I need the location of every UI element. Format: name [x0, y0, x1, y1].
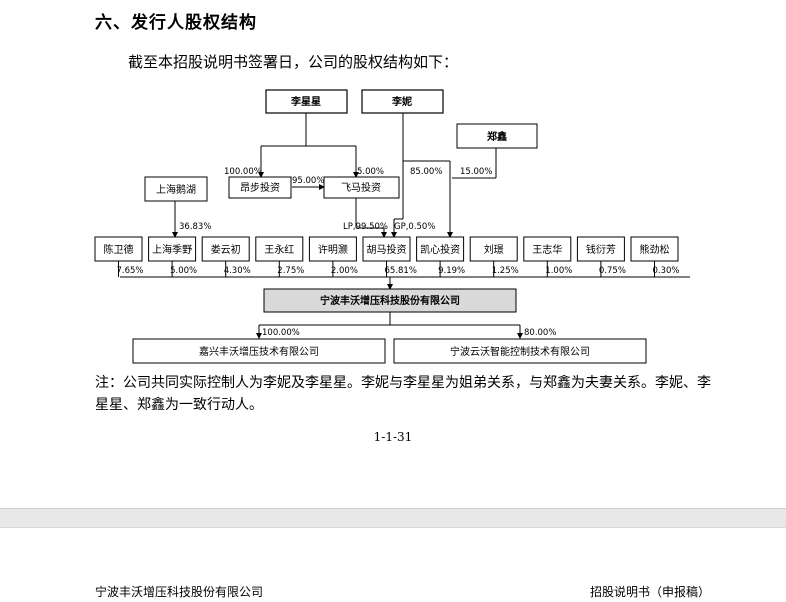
shareholder-box: 许明灏 2.00% — [308, 236, 358, 277]
shareholder-pct: 2.00% — [331, 266, 358, 276]
shareholder-box-frame — [255, 236, 304, 262]
entity-label: 上海鹅湖 — [156, 183, 196, 196]
subsidiary-jiaxing: 嘉兴丰沃增压技术有限公司 — [132, 338, 386, 364]
shareholder-name: 熊劲松 — [640, 243, 670, 256]
shareholder-name: 王永红 — [264, 243, 294, 256]
entity-label: 昂步投资 — [240, 181, 280, 194]
edge-label-ehu-jiye: 36.83% — [179, 222, 211, 232]
shareholder-pct: 9.19% — [438, 266, 465, 276]
shareholder-box-frame — [523, 236, 572, 262]
subsidiary-label: 嘉兴丰沃增压技术有限公司 — [199, 345, 319, 358]
entity-feima: 飞马投资 — [323, 176, 400, 199]
shareholder-name: 胡马投资 — [367, 243, 407, 256]
page-number: 1-1-31 — [373, 430, 413, 444]
edge-label-zheng-kaixin: 15.00% — [460, 167, 492, 177]
shareholder-pct: 65.81% — [385, 266, 417, 276]
shareholder-name: 刘璟 — [484, 244, 504, 256]
shareholder-name: 许明灏 — [318, 244, 348, 256]
shareholder-pct: 1.25% — [492, 266, 519, 276]
page-separator — [0, 508, 786, 528]
issuer-company-label: 宁波丰沃增压科技股份有限公司 — [320, 294, 460, 307]
shareholder-name: 钱衍芳 — [586, 243, 616, 256]
shareholder-box: 胡马投资 65.81% — [362, 236, 417, 277]
shareholder-box: 王永红 2.75% — [255, 236, 304, 277]
shareholder-name: 娄云初 — [211, 243, 241, 256]
footnote: 注：公司共同实际控制人为李妮及李星星。李妮与李星星为姐弟关系，与郑鑫为夫妻关系。… — [95, 375, 711, 413]
equity-structure-diagram: 李星星 李妮 郑鑫 上海鹅湖 昂步投资 飞马投资 100.00% 95.00% … — [94, 89, 690, 364]
holder-li-xingxing: 李星星 — [265, 89, 348, 114]
shareholder-box-frame — [148, 236, 197, 262]
intro-text: 截至本招股说明书签署日，公司的股权结构如下： — [128, 53, 459, 71]
edge-label-lini-huma: GP,0.50% — [394, 222, 435, 232]
shareholder-pct: 1.00% — [545, 266, 572, 276]
holder-li-ni: 李妮 — [361, 89, 444, 114]
shareholder-pct: 7.65% — [117, 266, 144, 276]
holder-zheng-xin: 郑鑫 — [456, 123, 538, 149]
shareholder-box: 刘璟 1.25% — [469, 236, 519, 277]
subsidiary-pct: 100.00% — [262, 328, 300, 338]
shareholder-pct: 5.00% — [170, 266, 197, 276]
section-title: 六、发行人股权结构 — [95, 13, 257, 33]
edge-label-lxx-angbu: 100.00% — [224, 167, 262, 177]
shareholder-box: 娄云初 4.30% — [201, 236, 251, 277]
holder-label: 李妮 — [391, 95, 412, 108]
shareholder-box-frame — [201, 236, 250, 262]
edge-label-angbu-feima: 95.00% — [292, 176, 324, 186]
shareholder-box: 陈卫德 7.65% — [94, 236, 144, 277]
shareholder-row: 陈卫德 7.65% 上海季野 5.00% 娄云初 4.30% 王永红 2.75% 许明灏 2.00… — [94, 236, 680, 277]
shareholder-pct: 0.75% — [599, 266, 626, 276]
edge-label-feima-huma: LP,99.50% — [343, 222, 388, 232]
entity-angbu: 昂步投资 — [228, 176, 292, 199]
shareholder-box-frame — [630, 236, 679, 262]
footer-company-name: 宁波丰沃增压科技股份有限公司 — [95, 585, 264, 599]
shareholder-box-frame — [416, 236, 465, 262]
shareholder-pct: 0.30% — [653, 266, 680, 276]
holder-label: 李星星 — [290, 95, 321, 108]
shareholder-box: 钱衍芳 0.75% — [576, 236, 626, 277]
subsidiary-label: 宁波云沃智能控制技术有限公司 — [450, 345, 590, 358]
connector-lines — [120, 113, 690, 339]
entity-shanghai-ehu: 上海鹅湖 — [144, 176, 208, 202]
shareholder-box: 凯心投资 9.19% — [416, 236, 465, 277]
shareholder-pct: 4.30% — [224, 266, 251, 276]
shareholder-box: 上海季野 5.00% — [148, 236, 197, 277]
footer-doc-title: 招股说明书（申报稿） — [590, 585, 711, 599]
shareholder-name: 上海季野 — [152, 243, 192, 256]
entity-label: 飞马投资 — [341, 181, 381, 194]
shareholder-name: 王志华 — [532, 243, 562, 256]
shareholder-name: 凯心投资 — [420, 243, 460, 256]
shareholder-box: 熊劲松 0.30% — [630, 236, 680, 277]
holder-label: 郑鑫 — [487, 130, 507, 143]
shareholder-box-frame — [94, 236, 143, 262]
subsidiary-yunwo: 宁波云沃智能控制技术有限公司 — [393, 338, 647, 364]
shareholder-box-frame — [308, 236, 357, 262]
edge-label-lxx-feima: 5.00% — [357, 167, 384, 177]
edge-label-lini-kaixin: 85.00% — [410, 167, 442, 177]
shareholder-box: 王志华 1.00% — [523, 236, 572, 277]
issuer-company: 宁波丰沃增压科技股份有限公司 — [263, 288, 517, 313]
shareholder-pct: 2.75% — [277, 266, 304, 276]
subsidiary-pct: 80.00% — [524, 328, 556, 338]
shareholder-name: 陈卫德 — [104, 243, 134, 256]
